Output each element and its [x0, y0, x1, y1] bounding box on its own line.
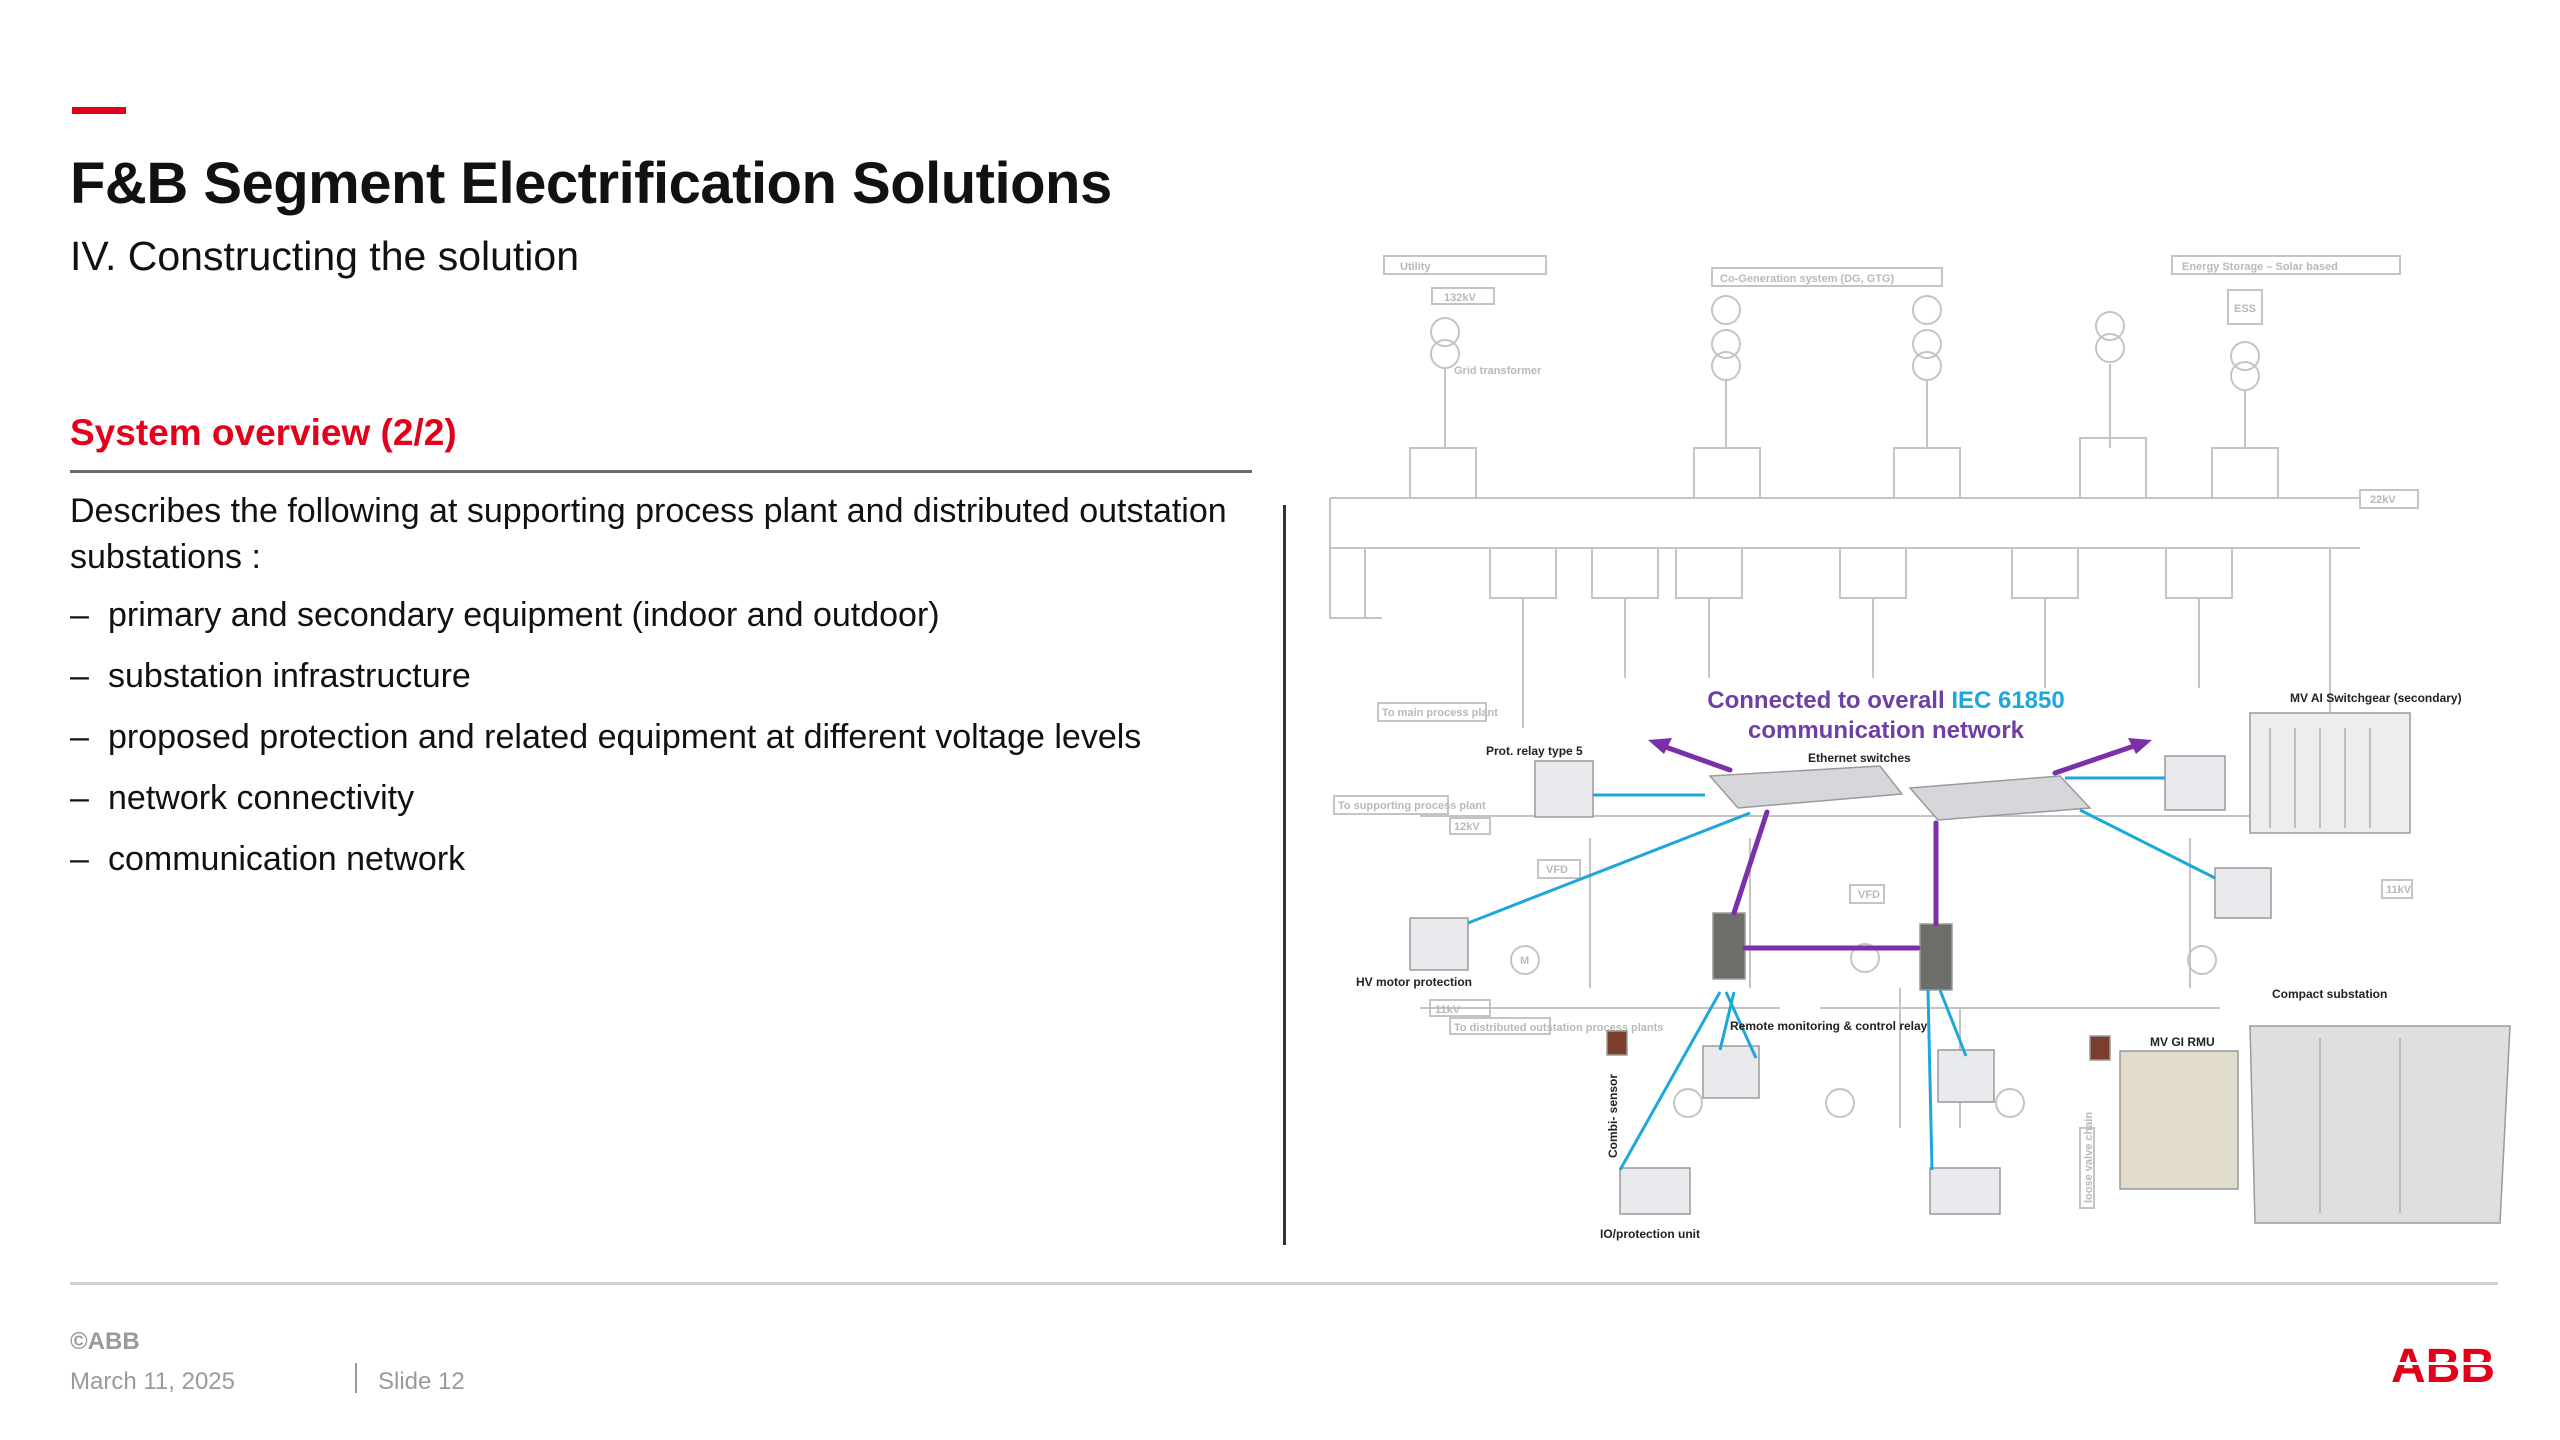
prot-relay-label: Prot. relay type 5 [1486, 744, 1583, 758]
combi-sensor-device [1606, 1030, 1628, 1056]
footer-separator [355, 1363, 357, 1393]
remote-relay-device-right [1937, 1049, 1995, 1103]
list-item: –network connectivity [70, 779, 415, 817]
abb-logo: ABB [2386, 1340, 2501, 1388]
section-heading: System overview (2/2) [70, 412, 457, 453]
bullet-list: –primary and secondary equipment (indoor… [70, 592, 1141, 897]
diagram-headline-line2: communication network [1748, 717, 2025, 744]
kv-11-right-label: 11kV [2386, 884, 2412, 896]
footer-divider [70, 1282, 2498, 1285]
list-item: –substation infrastructure [70, 657, 471, 695]
io-unit-label: IO/protection unit [1600, 1227, 1700, 1241]
ethernet-switch-left [1708, 765, 1904, 809]
loose-chain-label: loose valve chain [2083, 1112, 2095, 1203]
compact-substation [2249, 1025, 2511, 1224]
compact-substation-label: Compact substation [2272, 987, 2387, 1001]
mv-gi-rmu [2119, 1050, 2239, 1190]
to-supporting-plant-label: To supporting process plant [1338, 800, 1486, 812]
vertical-divider [1283, 505, 1286, 1245]
list-item: –communication network [70, 840, 466, 878]
diagram-headline: Connected to overall IEC 61850 [1707, 687, 2064, 714]
slide-number: Slide 12 [378, 1368, 465, 1395]
energy-storage-label: Energy Storage – Solar based [2182, 261, 2338, 273]
combi-sensor-label: Combi- sensor [1606, 1074, 1620, 1158]
vfd-label-1: VFD [1546, 864, 1568, 876]
prot-relay-device [1534, 760, 1594, 818]
system-overview-diagram: Utility 132kV Co-Generation system (DG, … [1329, 255, 2511, 1241]
bus-22kv-label: 22kV [2370, 494, 2396, 506]
motor-label: M [1520, 955, 1529, 967]
hv-motor-relay-device [1409, 917, 1469, 971]
mv-gi-rmu-label: MV GI RMU [2150, 1035, 2215, 1049]
hv-motor-protection-label: HV motor protection [1356, 975, 1472, 989]
combi-sensor-device-right [2089, 1035, 2111, 1061]
mv-ai-switchgear [2249, 712, 2411, 834]
mv-relay-device-lower [2214, 867, 2272, 919]
cogen-label: Co-Generation system (DG, GTG) [1720, 273, 1895, 285]
footer-date: March 11, 2025 [70, 1368, 235, 1395]
utility-label: Utility [1400, 261, 1431, 273]
mv-relay-device-upper [2164, 755, 2226, 811]
ethernet-switch-right [1908, 775, 2092, 821]
kv-12-label: 12kV [1454, 821, 1480, 833]
copyright: ©ABB [70, 1328, 140, 1355]
remote-relay-device-left [1702, 1045, 1760, 1099]
ethernet-module-left [1712, 912, 1746, 980]
list-item: –proposed protection and related equipme… [70, 718, 1142, 756]
io-unit-right [1929, 1167, 2001, 1215]
kv-11-left-label: 11kV [1435, 1004, 1461, 1016]
vfd-label-2: VFD [1858, 889, 1880, 901]
ess-label: ESS [2234, 303, 2256, 315]
slide-title: F&B Segment Electrification Solutions [70, 151, 1112, 216]
heading-divider [70, 470, 1252, 473]
to-main-plant-label: To main process plant [1382, 707, 1498, 719]
io-unit-left [1619, 1167, 1691, 1215]
utility-kv-label: 132kV [1444, 292, 1476, 304]
ethernet-module-right [1919, 923, 1953, 991]
accent-bar [72, 107, 126, 114]
remote-monitoring-label: Remote monitoring & control relay [1730, 1019, 1928, 1033]
to-distributed-label: To distributed outstation process plants [1454, 1022, 1663, 1034]
mv-ai-switchgear-label: MV AI Switchgear (secondary) [2290, 691, 2462, 705]
ethernet-switches-label: Ethernet switches [1808, 751, 1911, 765]
list-item: –primary and secondary equipment (indoor… [70, 596, 940, 634]
slide-subtitle: IV. Constructing the solution [70, 233, 580, 279]
grid-transformer-label: Grid transformer [1454, 365, 1542, 377]
intro-text: Describes the following at supporting pr… [70, 492, 1227, 576]
